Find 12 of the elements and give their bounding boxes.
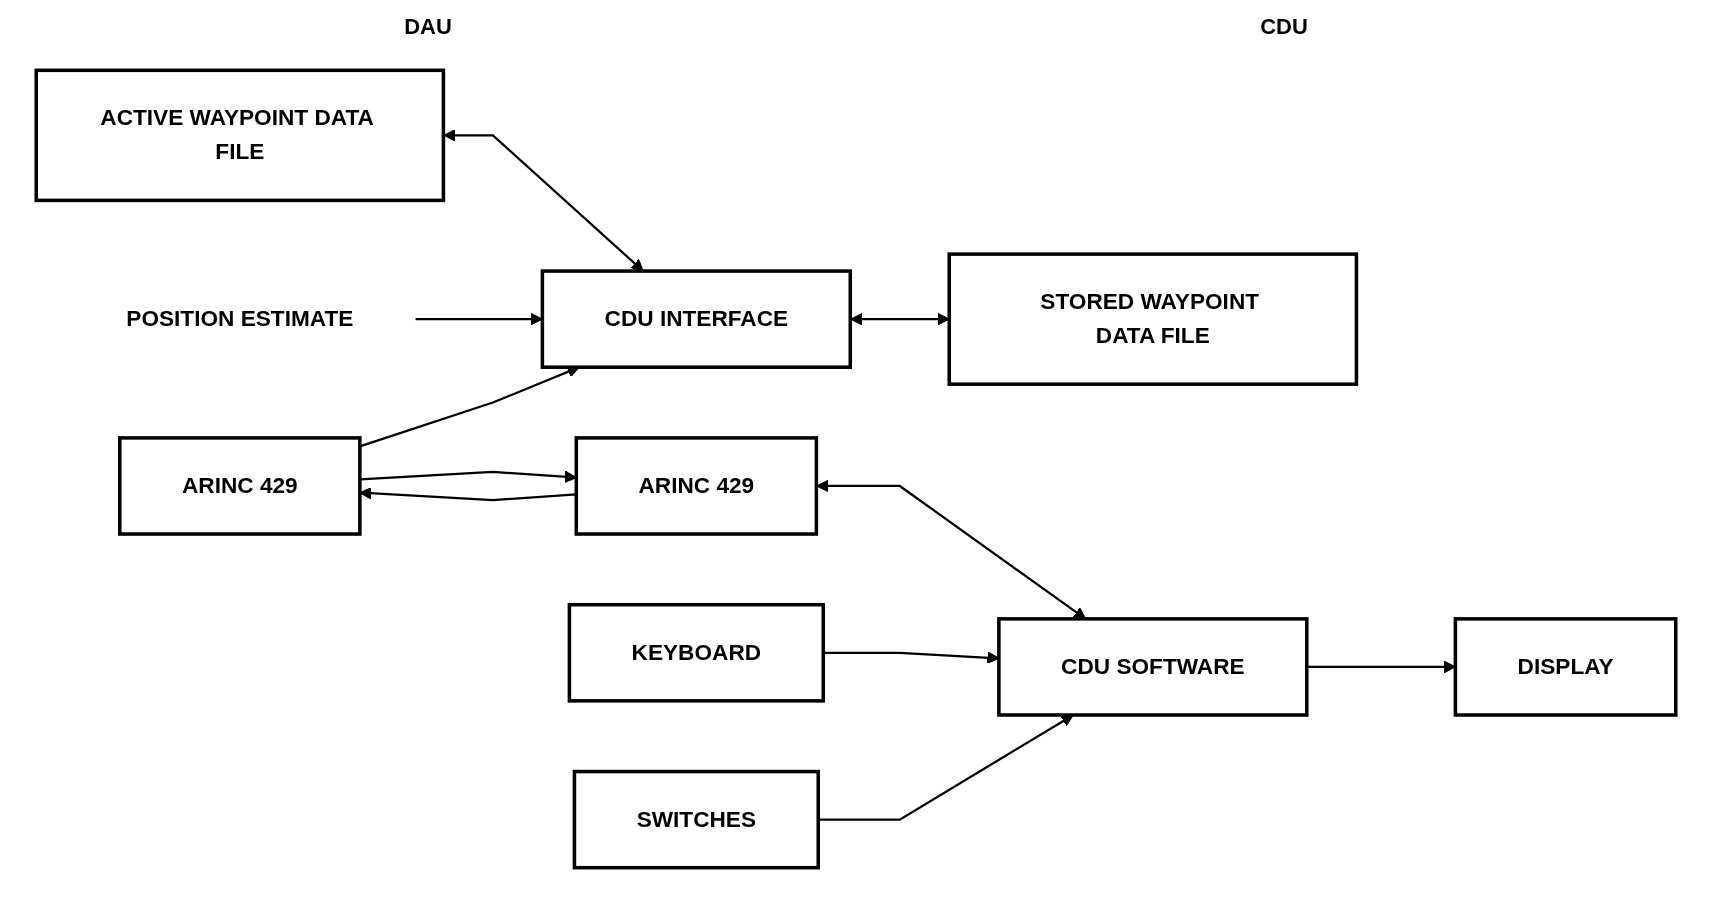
node-box: CDU INTERFACE [540, 269, 853, 369]
node-box: ARINC 429 [574, 436, 819, 536]
node-text: POSITION ESTIMATE [126, 306, 354, 331]
node-box: ARINC 429 [118, 436, 362, 536]
node-box: ACTIVE WAYPOINT DATA FILE [34, 68, 446, 203]
node-box: STORED WAYPOINT DATA FILE [947, 252, 1359, 386]
node-box: CDU SOFTWARE [997, 617, 1309, 717]
node-box: KEYBOARD [567, 602, 826, 703]
node-box: SWITCHES [572, 769, 820, 870]
section-heading: DAU [404, 14, 452, 40]
section-heading: CDU [1260, 14, 1308, 40]
node-box: DISPLAY [1453, 617, 1678, 717]
